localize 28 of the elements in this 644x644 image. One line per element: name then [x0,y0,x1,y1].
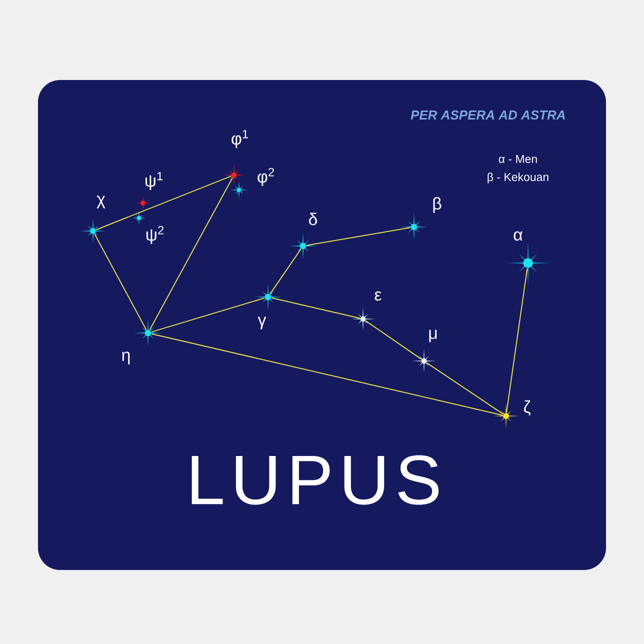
star-label: φ$^{1}$ [232,130,248,148]
constellation-line [94,234,147,330]
star-label: ε [374,291,382,301]
constellation-line [365,320,422,360]
constellation-line [506,268,528,414]
title: LUPUS [192,455,439,505]
star-label: α [514,231,522,241]
constellation-line [426,362,504,415]
star-name-note: β - Kekouan [488,172,548,184]
star-label: ψ$^{2}$ [146,226,164,244]
star-label: γ [258,316,266,330]
constellation-line [306,227,411,246]
constellation-line [270,248,302,294]
constellation-line [271,297,360,319]
star-label: μ [429,330,437,342]
star-label: δ [309,212,317,226]
star-label: η [122,352,130,364]
star-name-note: α - Men [498,155,537,163]
star-label: φ$^{2}$ [258,168,274,186]
star-label: β [433,197,442,213]
star-label: ψ$^{1}$ [146,172,163,190]
constellation-line [151,333,504,416]
star-label: χ [96,196,106,208]
constellation-line [151,298,265,332]
constellation-line [96,176,232,230]
motto: PER ASPERA AD ASTRA [410,110,565,120]
star-label: ζ [524,400,530,416]
constellation-line [149,177,234,330]
